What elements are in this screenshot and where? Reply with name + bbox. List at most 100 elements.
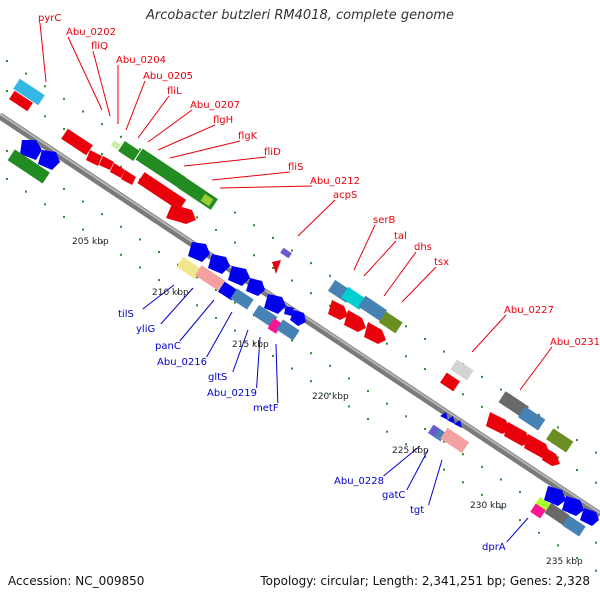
gene-label-flgH[interactable]: flgH xyxy=(213,115,233,126)
gene-metF[interactable] xyxy=(276,319,300,341)
gene-feature-34[interactable] xyxy=(542,448,560,466)
position-dot xyxy=(481,465,483,468)
gene-label-gltS[interactable]: gltS xyxy=(208,372,227,383)
gene-feature-1[interactable] xyxy=(61,128,93,156)
gene-label-Abu_0227[interactable]: Abu_0227 xyxy=(504,305,554,316)
gene-feature-36[interactable] xyxy=(447,416,455,424)
gene-tilS[interactable] xyxy=(176,256,202,280)
gene-label-Abu_0205[interactable]: Abu_0205 xyxy=(143,71,193,82)
gene-feature-16[interactable] xyxy=(7,149,50,184)
gene-Abu_0219[interactable] xyxy=(267,318,283,334)
gene-Abu_0216[interactable] xyxy=(230,288,254,310)
gene-label-Abu_0212[interactable]: Abu_0212 xyxy=(310,176,360,187)
position-dot xyxy=(367,390,369,393)
label-leader-line xyxy=(471,314,507,353)
gene-feature-41[interactable] xyxy=(544,486,566,506)
gene-feature-13[interactable] xyxy=(111,140,121,150)
gene-feature-6[interactable] xyxy=(166,204,196,224)
gene-feature-30[interactable] xyxy=(546,428,574,453)
gene-feature-21[interactable] xyxy=(246,278,265,296)
gene-label-tal[interactable]: tal xyxy=(394,231,407,242)
gene-feature-37[interactable] xyxy=(454,420,462,428)
gene-feature-25[interactable] xyxy=(328,300,348,320)
gene-feature-14[interactable] xyxy=(20,140,42,160)
gene-label-serB[interactable]: serB xyxy=(373,215,395,226)
gene-feature-23[interactable] xyxy=(284,306,294,316)
gene-label-tsx[interactable]: tsx xyxy=(434,257,449,268)
gene-feature-40[interactable] xyxy=(562,515,586,537)
gene-label-dprA[interactable]: dprA xyxy=(482,542,506,553)
gene-label-panC[interactable]: panC xyxy=(155,341,181,352)
gene-feature-32[interactable] xyxy=(504,422,530,446)
gene-label-Abu_0228[interactable]: Abu_0228 xyxy=(334,476,384,487)
gene-feature-19[interactable] xyxy=(208,254,230,274)
gene-feature-35[interactable] xyxy=(440,412,448,420)
gene-label-Abu_0216[interactable]: Abu_0216 xyxy=(157,357,207,368)
gene-feature-5[interactable] xyxy=(137,172,187,211)
gene-Abu_0227[interactable] xyxy=(450,359,474,381)
gene-label-pyrC[interactable]: pyrC xyxy=(38,13,61,24)
position-dot xyxy=(595,541,597,544)
gene-feature-29[interactable] xyxy=(518,406,546,431)
gene-label-metF[interactable]: metF xyxy=(253,403,279,414)
gene-feature-9[interactable] xyxy=(110,163,125,178)
gene-gltS[interactable] xyxy=(252,304,278,328)
gene-label-Abu_0219[interactable]: Abu_0219 xyxy=(207,388,257,399)
gene-label-yliG[interactable]: yliG xyxy=(136,324,155,335)
gene-feature-27[interactable] xyxy=(364,322,386,344)
gene-label-fliD[interactable]: fliD xyxy=(264,147,281,158)
gene-dprA[interactable] xyxy=(530,503,546,519)
gene-acpS[interactable] xyxy=(272,260,281,274)
gene-label-gatC[interactable]: gatC xyxy=(382,490,405,501)
gene-feature-33[interactable] xyxy=(524,434,550,458)
gene-feature-4[interactable] xyxy=(177,176,218,210)
gene-label-Abu_0202[interactable]: Abu_0202 xyxy=(66,27,116,38)
gene-label-Abu_0204[interactable]: Abu_0204 xyxy=(116,55,166,66)
gene-label-dhs[interactable]: dhs xyxy=(414,242,432,253)
gene-feature-31[interactable] xyxy=(486,412,510,434)
gene-feature-22[interactable] xyxy=(264,294,286,314)
gene-feature-24[interactable] xyxy=(290,310,306,326)
gene-feature-3[interactable] xyxy=(135,148,186,189)
gene-feature-26[interactable] xyxy=(344,310,366,332)
gene-yliG[interactable] xyxy=(195,265,225,291)
label-leader-line xyxy=(428,459,443,506)
gene-label-tgt[interactable]: tgt xyxy=(410,505,424,516)
gene-feature-43[interactable] xyxy=(580,508,599,526)
gene-pyrC[interactable] xyxy=(13,78,45,106)
gene-label-fliQ[interactable]: fliQ xyxy=(91,41,108,52)
gene-feature-28[interactable] xyxy=(440,372,460,392)
gene-feature-39[interactable] xyxy=(544,502,570,526)
gene-Abu_0231[interactable] xyxy=(498,391,529,418)
gene-feature-12[interactable] xyxy=(200,193,214,207)
gene-label-Abu_0231[interactable]: Abu_0231 xyxy=(550,337,600,348)
gene-feature-10[interactable] xyxy=(121,170,136,185)
position-dot xyxy=(120,165,122,168)
gene-feature-42[interactable] xyxy=(562,496,584,516)
gene-feature-18[interactable] xyxy=(188,242,210,262)
position-dot xyxy=(576,439,578,442)
position-dot xyxy=(215,288,217,291)
gene-dhs[interactable] xyxy=(358,295,388,322)
gene-feature-15[interactable] xyxy=(38,150,60,170)
position-dot xyxy=(44,115,46,118)
gene-label-flgK[interactable]: flgK xyxy=(238,131,258,142)
gene-Abu_0228[interactable] xyxy=(427,424,441,438)
gene-feature-11[interactable] xyxy=(9,90,33,112)
gene-tsx[interactable] xyxy=(378,311,403,334)
gene-feature-20[interactable] xyxy=(228,266,250,286)
gene-label-acpS[interactable]: acpS xyxy=(333,190,357,201)
gene-feature-17[interactable] xyxy=(280,247,292,259)
gene-feature-2[interactable] xyxy=(118,141,140,161)
gene-label-tilS[interactable]: tilS xyxy=(118,309,134,320)
position-dot xyxy=(424,427,426,430)
gene-feature-8[interactable] xyxy=(99,156,114,170)
gene-label-Abu_0207[interactable]: Abu_0207 xyxy=(190,100,240,111)
gene-tgt[interactable] xyxy=(440,427,470,454)
position-dot xyxy=(348,405,350,408)
gene-gatC[interactable] xyxy=(433,428,447,442)
gene-feature-7[interactable] xyxy=(86,150,102,166)
gene-label-fliL[interactable]: fliL xyxy=(167,86,182,97)
gene-label-fliS[interactable]: fliS xyxy=(288,162,303,173)
